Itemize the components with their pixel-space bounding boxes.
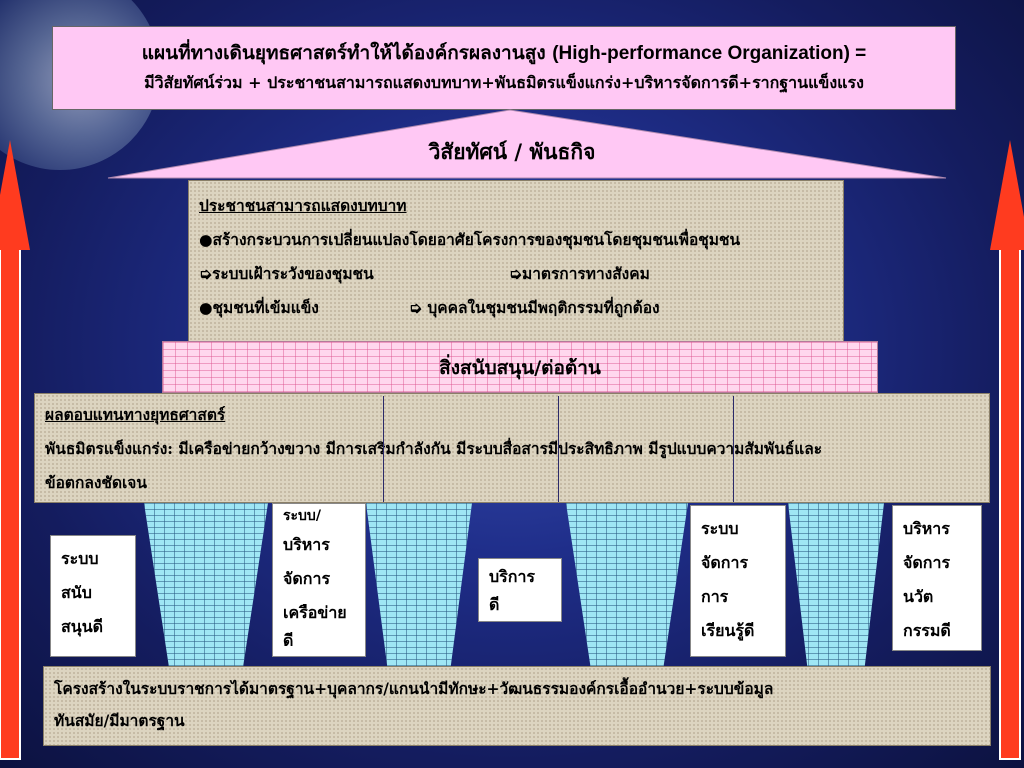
divider-line — [383, 396, 384, 502]
right-up-arrow — [990, 140, 1024, 760]
pillar-text: สนับ — [61, 583, 92, 602]
title-thai: แผนที่ทางเดินยุทธศาสตร์ทำให้ได้องค์กรผลง… — [141, 42, 546, 64]
divider-line — [733, 396, 734, 502]
pillar-box-learning: ระบบ จัดการ การ เรียนรู้ดี — [690, 505, 786, 657]
arrow-icon: ➭ — [409, 298, 422, 317]
pillar-text: สนุนดี — [61, 617, 104, 636]
left-arrow-shaft — [0, 250, 21, 760]
vision-sub-2: มาตรการทางสังคม — [522, 264, 650, 283]
pillar-funnel — [144, 503, 268, 666]
right-arrow-head — [990, 140, 1024, 250]
vision-bullet-row-2: ●ชุมชนที่เข้มแข็ง ➭ บุคคลในชุมชนมีพฤติกร… — [199, 291, 843, 325]
pillar-text: จัดการ — [903, 553, 951, 572]
left-arrow-head — [0, 140, 30, 250]
foundation-line-2: ทันสมัย/มีมาตรฐาน — [54, 711, 185, 730]
roof-triangle — [107, 109, 947, 179]
vision-sub-2-wrap: ➭มาตรการทางสังคม — [509, 257, 650, 291]
pillar-text: ดี — [283, 631, 294, 646]
strategy-line-1: พันธมิตรแข็งแกร่ง: มีเครือข่ายกว้างขวาง … — [45, 439, 823, 458]
pillar-box-innovation: บริหาร จัดการ นวัต กรรมดี — [892, 505, 982, 651]
title-line-1: แผนที่ทางเดินยุทธศาสตร์ทำให้ได้องค์กรผลง… — [53, 39, 955, 68]
pillar-funnel — [788, 503, 884, 666]
foundation-panel: โครงสร้างในระบบราชการได้มาตรฐาน+บุคลากร/… — [43, 666, 991, 746]
pillar-text: ดี — [489, 595, 500, 614]
vision-bullet-1: ●สร้างกระบวนการเปลี่ยนแปลงโดยอาศัยโครงกา… — [199, 230, 741, 249]
pillar-text: เรียนรู้ดี — [701, 621, 755, 640]
foundation-line-1: โครงสร้างในระบบราชการได้มาตรฐาน+บุคลากร/… — [54, 679, 774, 698]
vision-sub-row: ➭ระบบเฝ้าระวังของชุมชน ➭มาตรการทางสังคม — [199, 257, 843, 291]
vision-sub-3: บุคคลในชุมชนมีพฤติกรรมที่ถูกต้อง — [427, 298, 660, 317]
pillar-funnel — [366, 503, 472, 666]
vision-sub-1: ระบบเฝ้าระวังของชุมชน — [212, 264, 374, 283]
pillar-text: บริหาร — [283, 535, 330, 554]
pillar-box-support: ระบบ สนับ สนุนดี — [50, 535, 136, 657]
title-english: (High-performance Organization) = — [552, 43, 867, 64]
right-arrow-shaft — [999, 250, 1021, 760]
divider-line — [558, 396, 559, 502]
left-up-arrow — [0, 140, 30, 760]
pillar-text: เครือข่าย — [283, 603, 347, 622]
pillar-text: บริการ — [489, 567, 536, 586]
pillar-box-network: ระบบ/ บริหาร จัดการ เครือข่าย ดี — [272, 503, 366, 657]
pillar-box-service: บริการ ดี — [478, 558, 562, 622]
arrow-icon: ➭ — [509, 264, 522, 283]
pillar-text: บริหาร — [903, 519, 950, 538]
pillar-text: ระบบ — [61, 549, 99, 568]
pillar-text: จัดการ — [283, 569, 331, 588]
strategy-heading: ผลตอบแทนทางยุทธศาสตร์ — [45, 405, 226, 424]
pillar-text: จัดการ — [701, 553, 749, 572]
pillar-funnel — [566, 503, 688, 666]
vision-bullet-2: ●ชุมชนที่เข้มแข็ง — [199, 298, 319, 317]
strategy-line-2: ข้อตกลงชัดเจน — [45, 473, 147, 492]
pillar-text: ระบบ — [701, 519, 739, 538]
strategic-returns-panel: ผลตอบแทนทางยุทธศาสตร์ พันธมิตรแข็งแกร่ง:… — [34, 393, 990, 503]
title-box: แผนที่ทางเดินยุทธศาสตร์ทำให้ได้องค์กรผลง… — [52, 26, 956, 110]
vision-heading: ประชาชนสามารถแสดงบทบาท — [199, 196, 407, 215]
roof-label: วิสัยทัศน์ / พันธกิจ — [428, 139, 596, 164]
pillar-text: นวัต — [903, 587, 934, 606]
pillar-text: กรรมดี — [903, 621, 951, 640]
support-resistance-band: สิ่งสนับสนุน/ต่อต้าน — [162, 341, 878, 393]
vision-sub-3-wrap: ➭ บุคคลในชุมชนมีพฤติกรรมที่ถูกต้อง — [409, 291, 660, 325]
title-line-2: มีวิสัยทัศน์ร่วม + ประชาชนสามารถแสดงบทบา… — [144, 73, 864, 92]
pillar-text: การ — [701, 587, 729, 606]
vision-panel: ประชาชนสามารถแสดงบทบาท ●สร้างกระบวนการเป… — [188, 180, 844, 342]
arrow-icon: ➭ — [199, 264, 212, 283]
pillar-text: ระบบ/ — [283, 508, 321, 524]
